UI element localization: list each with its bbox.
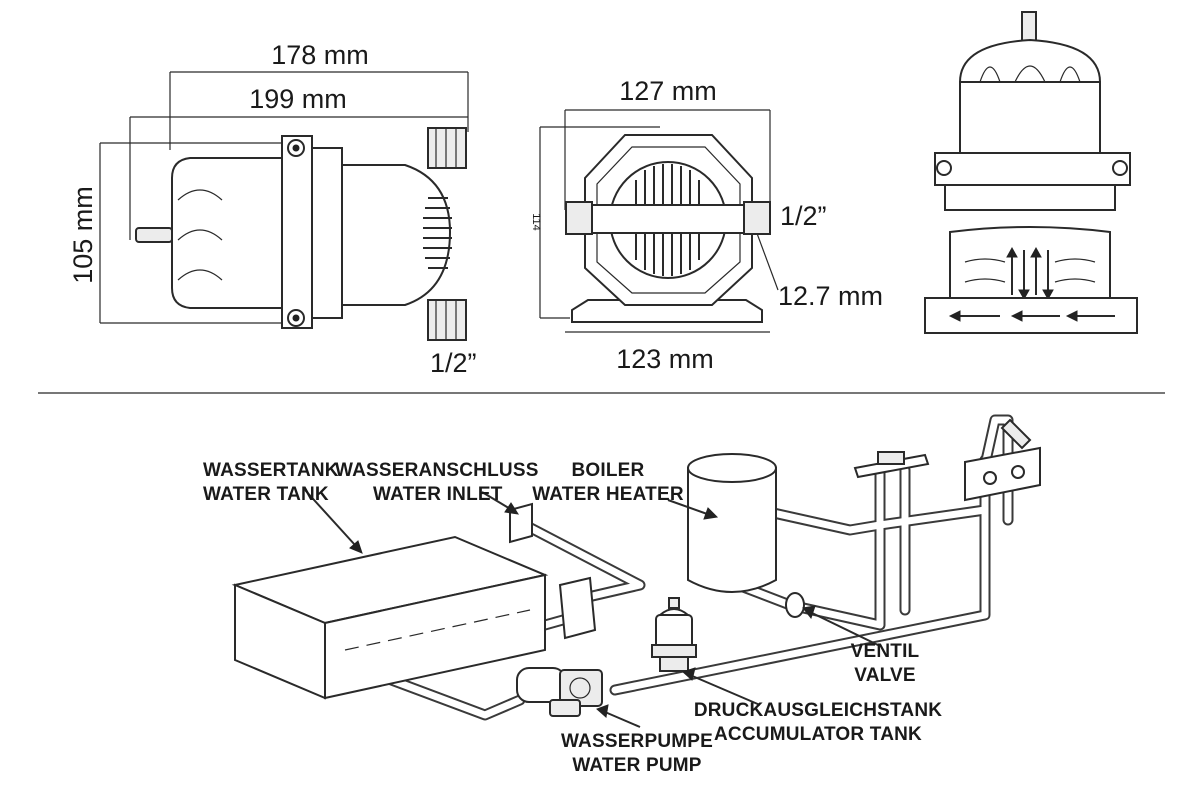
plumbing-pipes — [364, 414, 1014, 721]
port-leader — [754, 227, 779, 291]
label-valve-en: VALVE — [854, 665, 916, 686]
shower-knob-right — [1011, 465, 1025, 479]
valve — [785, 592, 805, 618]
installation-diagram: WASSERTANK WATER TANK WASSERANSCHLUSS WA… — [203, 414, 1041, 776]
front-port-left — [565, 201, 593, 235]
inlet-nipple — [135, 227, 173, 243]
side-view: 178 mm 199 mm 105 mm 1/2” — [68, 40, 477, 378]
water-tank — [231, 535, 549, 700]
front-port-dia-label: 12.7 mm — [778, 281, 883, 311]
port-bottom — [427, 299, 467, 341]
accumulator-cutaway — [924, 11, 1138, 334]
dim-label-105: 105 mm — [68, 186, 98, 284]
pump-head — [341, 164, 452, 306]
cutaway-dome — [958, 38, 1102, 83]
cutaway-lower-ring — [944, 184, 1116, 211]
label-valve-de: VENTIL — [851, 641, 920, 662]
boiler — [687, 453, 777, 593]
cutaway-pipe-arrows — [948, 310, 1115, 322]
label-pump-de: WASSERPUMPE — [561, 731, 713, 752]
label-water-tank-de: WASSERTANK — [203, 460, 339, 481]
label-water-inlet-de: WASSERANSCHLUSS — [335, 460, 539, 481]
front-crossbar — [589, 204, 747, 234]
dim-label-114: 114 — [530, 213, 542, 231]
inlet-junction-box — [558, 576, 597, 640]
label-boiler-de: BOILER — [572, 460, 645, 481]
motor-housing — [171, 157, 299, 309]
water-pump — [516, 667, 603, 717]
cutaway-water-waves — [964, 258, 1096, 283]
dim-label-199: 199 mm — [249, 84, 347, 114]
shower-panel — [964, 446, 1041, 502]
cutaway-screw-right — [1112, 160, 1128, 176]
label-accumulator-de: DRUCKAUSGLEICHSTANK — [694, 700, 942, 721]
side-port-label: 1/2” — [430, 348, 477, 378]
cutaway-dome-ribs — [979, 65, 1081, 83]
mount-screw-top-hole — [292, 144, 300, 152]
cutaway-chamber — [949, 226, 1111, 301]
front-base-feet — [571, 299, 763, 323]
label-accumulator-en: ACCUMULATOR TANK — [714, 724, 922, 745]
label-pump-en: WATER PUMP — [572, 755, 701, 776]
water-level-line — [344, 609, 531, 651]
label-boiler-en: WATER HEATER — [532, 484, 684, 505]
label-water-tank-en: WATER TANK — [203, 484, 329, 505]
front-view: 127 mm 114 1/2” 12.7 mm 123 mm — [530, 76, 883, 374]
accumulator-tank — [651, 597, 697, 672]
mount-screw-bottom-hole — [292, 314, 300, 322]
shower-head — [1000, 418, 1032, 450]
cutaway-screw-left — [936, 160, 952, 176]
cutaway-upper-body — [959, 81, 1101, 161]
port-top — [427, 127, 467, 169]
mixer-tap — [877, 451, 905, 465]
mount-flange — [281, 135, 313, 329]
dim-label-127: 127 mm — [619, 76, 717, 106]
shower-knob-left — [983, 471, 997, 485]
cutaway-flange — [934, 152, 1131, 186]
pump-head-fins — [423, 197, 452, 269]
motor-ribs — [177, 189, 223, 281]
label-water-inlet-en: WATER INLET — [373, 484, 503, 505]
front-port-right — [743, 201, 771, 235]
cutaway-flow-arrows — [1006, 246, 1054, 301]
dim-label-178: 178 mm — [271, 40, 369, 70]
dim-label-123: 123 mm — [616, 344, 714, 374]
leader-lines — [304, 489, 881, 728]
front-port-label: 1/2” — [780, 201, 827, 231]
pump-coupling — [311, 147, 343, 319]
